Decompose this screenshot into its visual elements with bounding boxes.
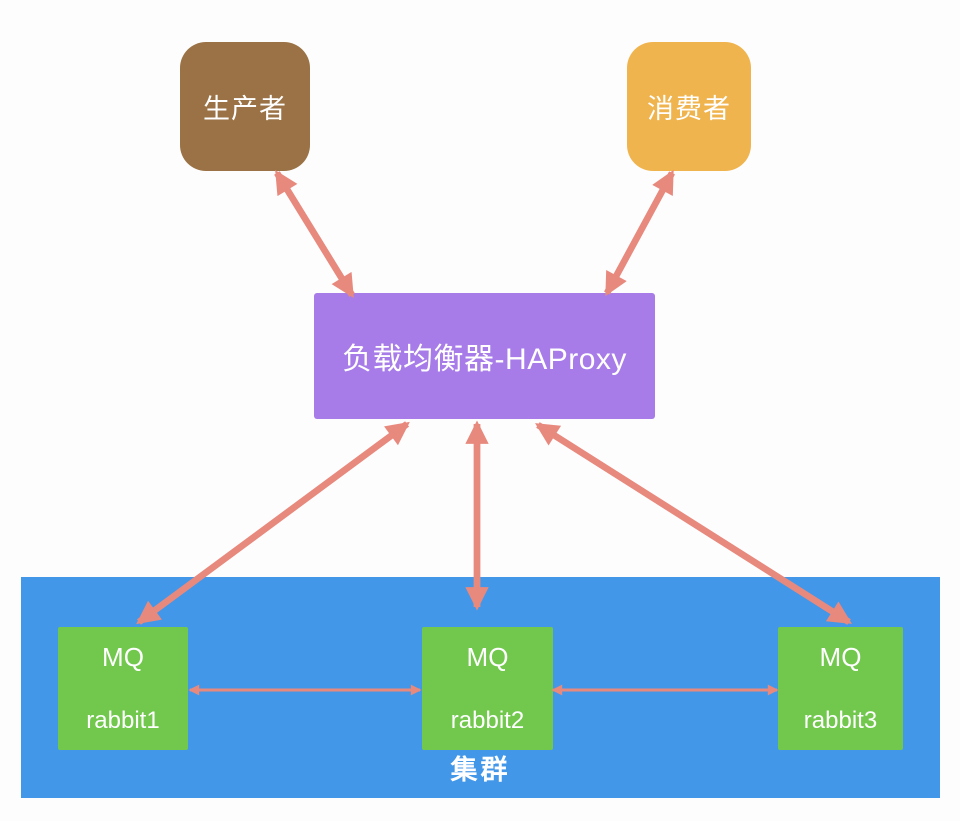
load-balancer-node: 负载均衡器-HAProxy: [314, 293, 655, 419]
mq-node-rabbit2: MQ rabbit2: [422, 627, 553, 750]
mq-node-rabbit1: MQ rabbit1: [58, 627, 188, 750]
mq-node-rabbit3: MQ rabbit3: [778, 627, 903, 750]
consumer-node: 消费者: [627, 42, 751, 171]
cluster-label: 集群: [450, 755, 511, 785]
mq-node-title: MQ: [102, 642, 144, 672]
producer-label: 生产者: [203, 94, 287, 124]
mq-node-name: rabbit1: [86, 707, 160, 734]
mq-node-name: rabbit3: [803, 707, 878, 734]
mq-node-name: rabbit2: [450, 707, 525, 734]
consumer-label: 消费者: [647, 94, 731, 124]
mq-node-title: MQ: [466, 642, 509, 672]
arrow-haproxy-consumer: [604, 169, 675, 295]
arrow-producer-haproxy: [274, 171, 355, 298]
arrow-consumer-haproxy: [604, 171, 675, 297]
producer-node: 生产者: [180, 42, 310, 171]
arrow-haproxy-producer: [274, 170, 355, 297]
mq-node-title: MQ: [819, 642, 862, 672]
load-balancer-label: 负载均衡器-HAProxy: [342, 343, 627, 376]
cluster-container: MQ rabbit1 MQ rabbit2 MQ rabbit3 集群: [21, 577, 940, 798]
